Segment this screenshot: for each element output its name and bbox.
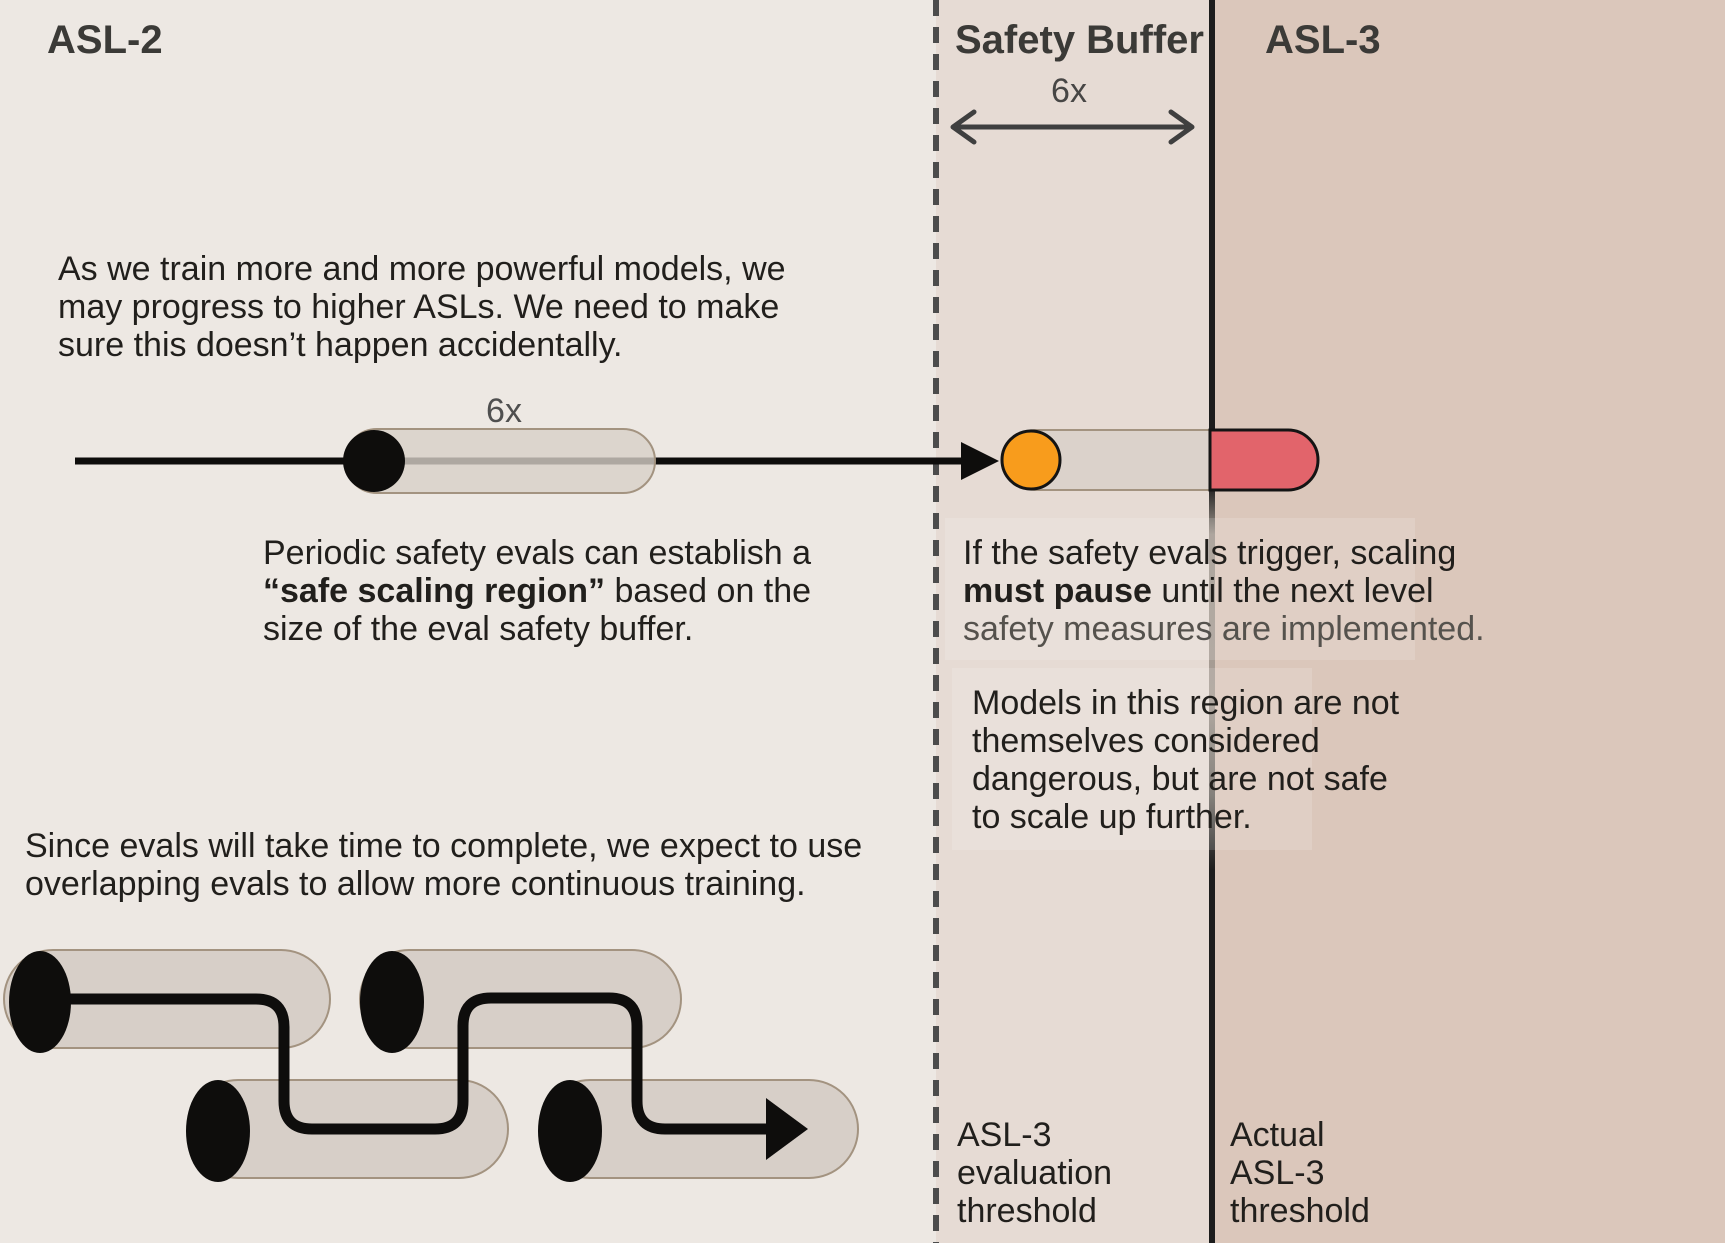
eval-start-dots bbox=[9, 951, 602, 1182]
eval-pills bbox=[3, 949, 859, 1179]
intro-paragraph: As we train more and more powerful model… bbox=[58, 250, 786, 364]
models-region-note: Models in this region are not themselves… bbox=[972, 684, 1400, 836]
trigger-text-end: safety measures are implemented. bbox=[963, 610, 1485, 648]
eval-trigger-note: If the safety evals trigger, scaling mus… bbox=[963, 534, 1485, 648]
trigger-text-mid: until the next level bbox=[1161, 572, 1434, 610]
periodic-evals-note: Periodic safety evals can establish a “s… bbox=[263, 534, 811, 648]
asl3-region bbox=[1209, 0, 1725, 1243]
asl3-evaluation-threshold-label: ASL-3 evaluation threshold bbox=[957, 1116, 1113, 1230]
eval-start-dot-1 bbox=[9, 951, 71, 1053]
eval-start-dot-3 bbox=[186, 1080, 250, 1182]
path-arrowhead-icon bbox=[766, 1098, 808, 1160]
trigger-note-backdrop bbox=[945, 518, 1415, 660]
safety-buffer-title: Safety Buffer bbox=[955, 18, 1204, 62]
training-path bbox=[34, 992, 778, 1135]
eval-threshold-dashed-line bbox=[933, 0, 939, 1243]
models-note-backdrop bbox=[952, 668, 1312, 850]
overlapping-evals-note: Since evals will take time to complete, … bbox=[25, 827, 863, 903]
paused-scaling-capsule bbox=[1000, 428, 1320, 492]
eval-start-dot-4 bbox=[538, 1080, 602, 1182]
asl3-title: ASL-3 bbox=[1265, 18, 1381, 62]
actual-threshold-solid-line bbox=[1209, 0, 1215, 1243]
trigger-text-start: If the safety evals trigger, scaling bbox=[963, 534, 1457, 572]
safe-scaling-region-emphasis: “safe scaling region” bbox=[263, 572, 605, 610]
arrowhead-icon bbox=[961, 442, 999, 480]
right-arrowhead-icon bbox=[1168, 109, 1195, 145]
eval-trigger-dot bbox=[1000, 429, 1062, 491]
asl2-title: ASL-2 bbox=[47, 18, 163, 62]
periodic-text-start: Periodic safety evals can establish a bbox=[263, 534, 812, 572]
buffer-scale-label: 6x bbox=[1051, 72, 1087, 110]
eval-start-dot-2 bbox=[360, 951, 424, 1053]
safety-buffer-region bbox=[936, 0, 1209, 1243]
asl3-overshoot-segment bbox=[1208, 428, 1320, 492]
periodic-text-end: based on the size of the eval safety buf… bbox=[263, 572, 812, 648]
left-arrowhead-icon bbox=[950, 109, 977, 145]
pill-scale-label: 6x bbox=[486, 392, 522, 430]
must-pause-emphasis: must pause bbox=[963, 572, 1152, 610]
buffer-width-arrow bbox=[950, 109, 1195, 145]
actual-asl3-threshold-label: Actual ASL-3 threshold bbox=[1230, 1116, 1370, 1230]
overlapping-evals-diagram bbox=[3, 949, 859, 1182]
model-checkpoint-dot bbox=[343, 430, 405, 492]
